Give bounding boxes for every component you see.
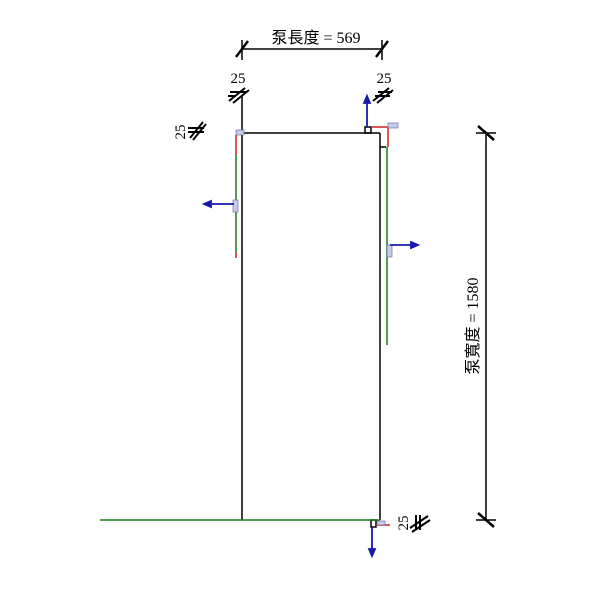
length-dimension-label: 泵長度 = 569 [271, 29, 360, 47]
flip-arrows[interactable] [201, 93, 421, 559]
width-dimension[interactable] [476, 125, 496, 528]
offset-left-label: 25 [173, 125, 189, 140]
length-dimension[interactable] [235, 40, 389, 60]
offset-top-left-label: 25 [231, 71, 246, 87]
pump-outline[interactable] [241, 95, 386, 528]
reference-planes[interactable] [100, 126, 390, 526]
parameter-tags [232, 122, 399, 526]
offset-top-right-label: 25 [377, 71, 392, 87]
width-dimension-label: 泵寬度 = 1580 [464, 277, 482, 374]
offset-tick-marks [188, 87, 431, 533]
offset-bottom-right-label: 25 [396, 516, 412, 531]
